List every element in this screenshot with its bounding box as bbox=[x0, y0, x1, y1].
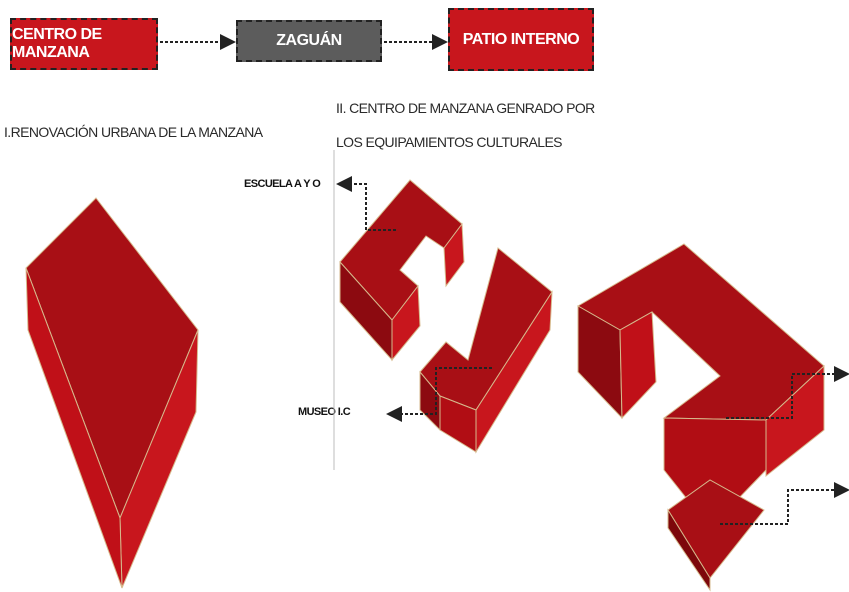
escuela-block bbox=[339, 179, 465, 362]
label-escuela: ESCUELA A Y O bbox=[244, 178, 321, 190]
section-2-title-line-1: II. CENTRO DE MANZANA GENRADO POR bbox=[336, 100, 595, 116]
flow-box-centro-de-manzana: CENTRO DE MANZANA bbox=[10, 18, 158, 70]
label-museo: MUSEO I.C bbox=[298, 406, 351, 418]
section-1-title: I.RENOVACIÓN URBANA DE LA MANZANA bbox=[4, 124, 263, 140]
museo-block bbox=[419, 247, 553, 454]
section-2-title-line-2: LOS EQUIPAMIENTOS CULTURALES bbox=[336, 134, 563, 150]
flow-label-centro: CENTRO DE MANZANA bbox=[12, 26, 102, 61]
patio-block-combined bbox=[577, 243, 825, 592]
flow-box-patio-interno: PATIO INTERNO bbox=[448, 8, 594, 71]
urban-block-shape bbox=[25, 197, 199, 589]
arrow-to-museo bbox=[386, 367, 492, 422]
flow-box-zaguan: ZAGUÁN bbox=[236, 20, 382, 62]
arrow-to-escuela bbox=[336, 176, 396, 231]
flow-label-zaguan: ZAGUÁN bbox=[276, 32, 342, 49]
flow-label-patio: PATIO INTERNO bbox=[462, 30, 580, 48]
arrow-right-upper bbox=[726, 366, 849, 419]
arrow-right-lower bbox=[720, 482, 849, 525]
